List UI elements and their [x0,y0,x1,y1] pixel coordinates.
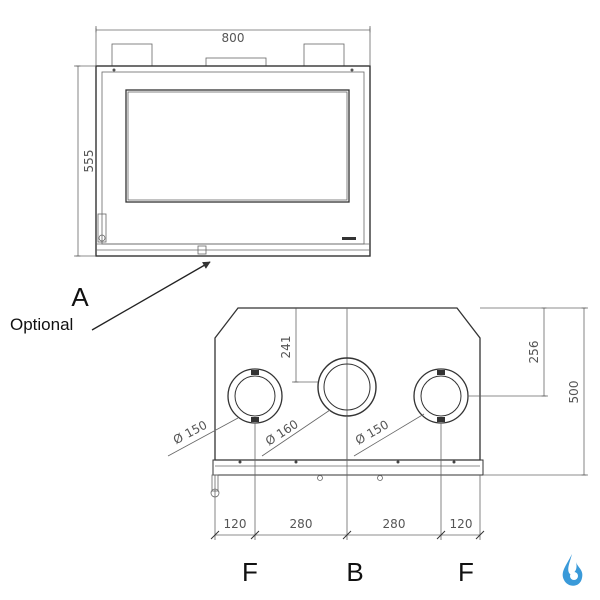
annotation-letter: A [71,282,89,312]
collar-right-diameter: Ø 150 [353,417,391,447]
depth-dimension: 500 [567,381,581,404]
water-drop-flame-logo-icon [562,554,583,586]
annotation-note: Optional [10,315,73,334]
top-view: 241 256 500 Ø 150 Ø 160 Ø 150 120 280 [167,307,588,587]
spacing-center-right: 280 [383,517,406,531]
width-dimension: 800 [222,31,245,45]
optional-annotation: A Optional [10,261,211,334]
outlet-letter-center: B [346,557,363,587]
outlet-letter-left: F [242,557,258,587]
collar-left-diameter: Ø 150 [171,418,210,447]
height-dimension: 555 [82,150,96,173]
side-offset-dimension: 256 [527,341,541,364]
back-offset-dimension: 241 [279,336,293,359]
spacing-right-edge: 120 [450,517,473,531]
spacing-left-center: 280 [290,517,313,531]
collar-center-diameter: Ø 160 [263,417,301,448]
outlet-letter-right: F [458,557,474,587]
spacing-left-edge: 120 [224,517,247,531]
front-view: 800 555 [74,26,371,257]
